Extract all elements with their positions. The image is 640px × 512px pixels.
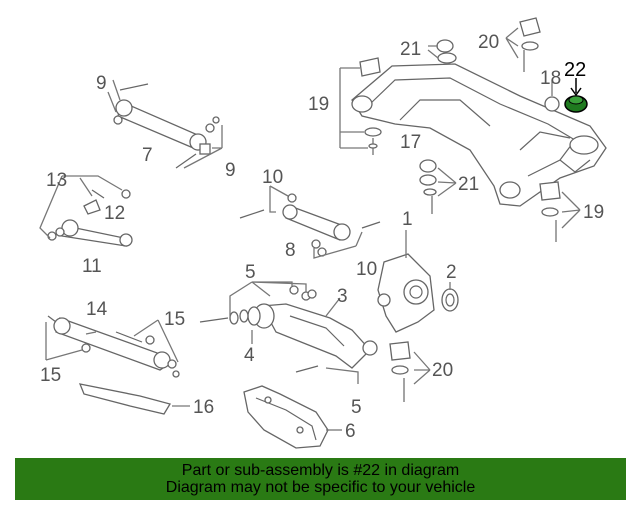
label-17: 17	[400, 132, 421, 153]
label-4: 4	[244, 345, 255, 366]
bushing-4-5-part[interactable]	[199, 281, 359, 384]
label-15-right: 15	[164, 309, 185, 330]
label-7: 7	[142, 145, 153, 166]
label-19-left: 19	[308, 94, 329, 115]
label-22: 22	[564, 59, 586, 81]
hardware-12-13-part[interactable]	[39, 175, 131, 241]
label-14: 14	[86, 299, 108, 320]
parts-diagram: 1 2 3 4 5 5 6 7 8 9 9 10 10 11 12 13 14 …	[39, 17, 607, 449]
label-10-bottom: 10	[356, 259, 377, 280]
label-9-bottom: 9	[225, 160, 236, 181]
label-6: 6	[345, 421, 356, 442]
bushing-22-part[interactable]	[564, 78, 588, 113]
banner-line-1: Part or sub-assembly is #22 in diagram	[181, 462, 460, 479]
label-15-left: 15	[40, 365, 61, 386]
label-20-bottom: 20	[432, 360, 453, 381]
label-20-top: 20	[478, 32, 499, 53]
knuckle-1-part[interactable]	[377, 230, 435, 333]
label-12: 12	[104, 203, 125, 224]
label-2: 2	[446, 262, 457, 283]
control-arm-14-part[interactable]	[53, 317, 171, 371]
control-arm-7-part[interactable]	[115, 99, 207, 151]
info-banner: Part or sub-assembly is #22 in diagram D…	[15, 458, 626, 500]
hardware-10-part[interactable]	[239, 185, 381, 259]
control-arm-8-part[interactable]	[282, 204, 351, 241]
label-5-bottom: 5	[351, 397, 362, 418]
mount-hardware-20-top[interactable]	[505, 17, 541, 72]
label-13: 13	[46, 170, 67, 191]
subframe-part[interactable]	[351, 63, 607, 207]
label-19-right: 19	[583, 202, 604, 223]
label-16: 16	[193, 397, 214, 418]
label-5-top: 5	[245, 262, 256, 283]
bushing-18-part[interactable]	[544, 80, 560, 112]
mount-hardware-21-mid[interactable]	[419, 159, 457, 214]
cover-6-part[interactable]	[243, 385, 342, 449]
mount-hardware-19-right[interactable]	[539, 181, 581, 242]
label-21-top: 21	[400, 39, 421, 60]
label-1: 1	[402, 209, 413, 230]
label-11: 11	[82, 256, 102, 277]
control-arm-11-part[interactable]	[61, 219, 133, 247]
mount-hardware-20-bottom[interactable]	[389, 341, 431, 402]
label-9-top: 9	[96, 73, 107, 94]
label-3: 3	[337, 286, 348, 307]
label-10-top: 10	[262, 167, 283, 188]
label-21-mid: 21	[458, 174, 479, 195]
label-18: 18	[540, 68, 561, 89]
hardware-9-part[interactable]	[107, 79, 223, 169]
control-arm-3-part[interactable]	[247, 297, 378, 369]
banner-line-2: Diagram may not be specific to your vehi…	[165, 479, 476, 496]
mount-hardware-19-top[interactable]	[339, 57, 382, 155]
bearing-2-part[interactable]	[441, 282, 459, 312]
mount-hardware-21-top[interactable]	[427, 39, 457, 64]
hardware-15-part[interactable]	[45, 315, 180, 378]
label-8: 8	[285, 240, 296, 261]
brace-16-part[interactable]	[78, 383, 190, 415]
